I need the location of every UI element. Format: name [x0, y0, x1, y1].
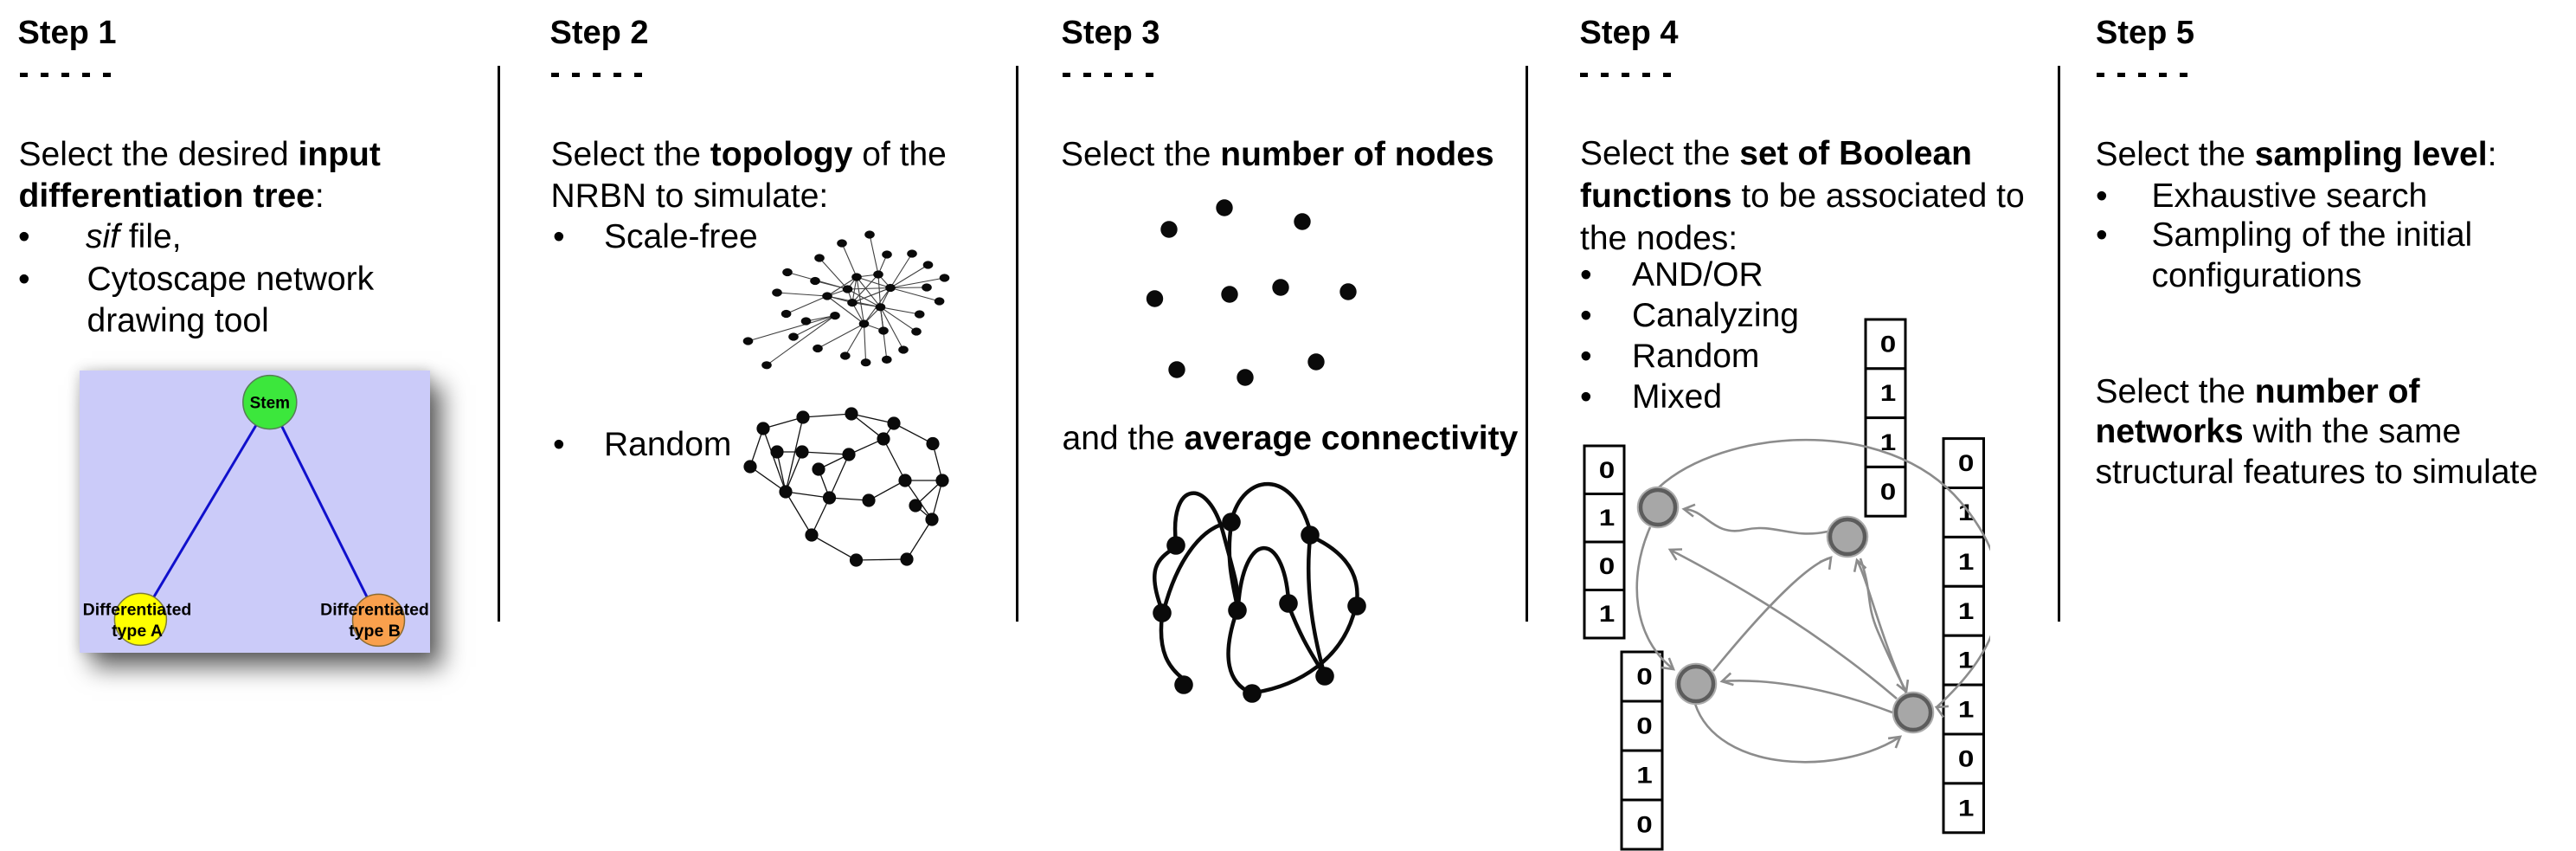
svg-text:Stem: Stem [250, 395, 290, 413]
svg-text:1: 1 [1958, 697, 1975, 723]
svg-text:1: 1 [1636, 763, 1653, 789]
svg-text:1: 1 [1880, 380, 1897, 406]
svg-text:0: 0 [1636, 812, 1653, 838]
svg-text:1: 1 [1958, 598, 1975, 624]
svg-text:0: 0 [1880, 331, 1897, 357]
svg-text:0: 0 [1599, 457, 1616, 483]
svg-text:0: 0 [1636, 664, 1653, 690]
svg-text:1: 1 [1958, 549, 1975, 575]
svg-text:1: 1 [1599, 505, 1616, 531]
svg-text:Differentiated: Differentiated [83, 600, 192, 619]
svg-text:0: 0 [1599, 553, 1616, 579]
svg-text:0: 0 [1880, 479, 1897, 505]
svg-text:0: 0 [1958, 450, 1975, 476]
svg-text:type B: type B [349, 622, 401, 641]
svg-text:1: 1 [1958, 795, 1975, 821]
svg-text:1: 1 [1599, 601, 1616, 627]
svg-text:type A: type A [112, 622, 163, 641]
svg-text:1: 1 [1958, 648, 1975, 674]
svg-text:0: 0 [1958, 746, 1975, 772]
svg-text:1: 1 [1880, 429, 1897, 455]
svg-text:Differentiated: Differentiated [320, 600, 429, 619]
svg-text:1: 1 [1958, 500, 1975, 525]
svg-text:0: 0 [1636, 713, 1653, 739]
